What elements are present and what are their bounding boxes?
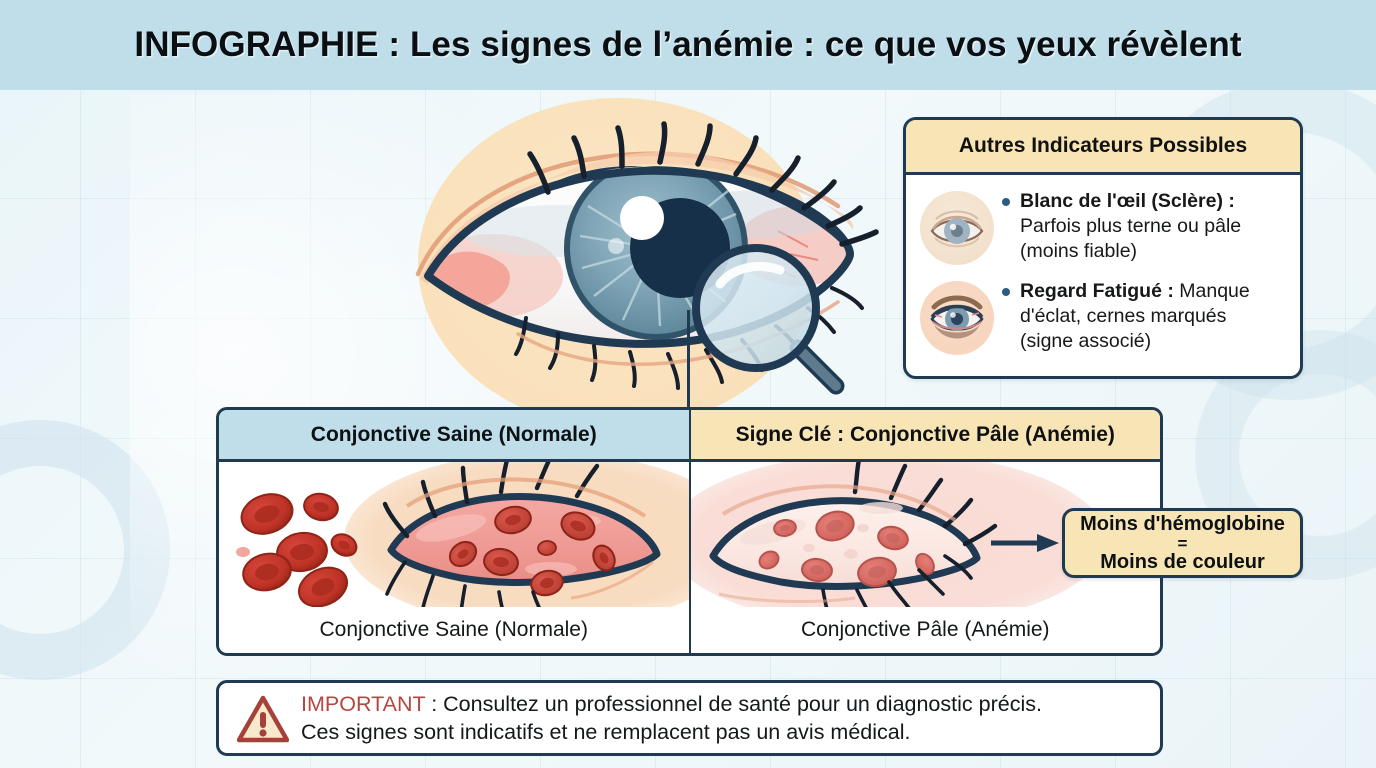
indicator-text: Regard Fatigué : Manque d'éclat, cernes … — [1002, 279, 1284, 354]
panel-heading: Autres Indicateurs Possibles — [958, 134, 1248, 157]
important-notice: IMPORTANT : Consultez un professionnel d… — [216, 680, 1163, 756]
bullet-icon — [1002, 198, 1010, 206]
panel-header: Autres Indicateurs Possibles — [906, 120, 1300, 175]
callout-equals: = — [1177, 533, 1188, 553]
tired-eye-icon — [920, 281, 994, 355]
important-line-1: : Consultez un professionnel de santé po… — [425, 692, 1042, 716]
indicator-term: Regard Fatigué : — [1020, 280, 1174, 302]
indicator-description: Manque d'éclat, cernes marqués (signe as… — [1020, 280, 1250, 352]
table-body: Conjonctive Saine (Normale) — [219, 462, 1160, 653]
table-header-healthy: Conjonctive Saine (Normale) — [219, 410, 691, 459]
indicator-item: Blanc de l'œil (Sclère) : Parfois plus t… — [920, 189, 1284, 265]
warning-triangle-icon — [237, 695, 289, 743]
indicator-text: Blanc de l'œil (Sclère) : Parfois plus t… — [1002, 189, 1284, 264]
important-line-2: Ces signes sont indicatifs et ne remplac… — [301, 720, 911, 744]
table-cell-healthy: Conjonctive Saine (Normale) — [219, 462, 691, 653]
caption-healthy: Conjonctive Saine (Normale) — [219, 607, 689, 653]
hero-eye-illustration — [398, 96, 928, 428]
important-keyword: IMPORTANT — [301, 692, 426, 716]
pale-conjunctiva-eye-icon — [709, 462, 997, 607]
indicator-term: Blanc de l'œil (Sclère) : — [1020, 190, 1235, 212]
pale-sclera-eye-icon — [920, 191, 994, 265]
eye-illustration — [415, 121, 879, 395]
table-header-row: Conjonctive Saine (Normale) Signe Clé : … — [219, 410, 1160, 462]
right-arrow-icon — [991, 534, 1059, 552]
header-band: INFOGRAPHIE : Les signes de l’anémie : c… — [0, 0, 1376, 90]
table-header-pale: Signe Clé : Conjonctive Pâle (Anémie) — [690, 410, 1160, 459]
page-title: INFOGRAPHIE : Les signes de l’anémie : c… — [134, 25, 1242, 64]
red-blood-cells-icon — [236, 492, 358, 607]
hemoglobin-callout: Moins d'hémoglobine = Moins de couleur — [1062, 508, 1303, 578]
bullet-icon — [1002, 288, 1010, 296]
indicator-item: Regard Fatigué : Manque d'éclat, cernes … — [920, 279, 1284, 355]
hero-connector-line — [687, 310, 690, 408]
healthy-conjunctiva-eye-icon — [236, 462, 661, 607]
caption-pale: Conjonctive Pâle (Anémie) — [690, 607, 1160, 653]
callout-line-1: Moins d'hémoglobine — [1080, 512, 1285, 535]
healthy-conjunctiva-art — [219, 462, 689, 607]
other-indicators-panel: Autres Indicateurs Possibles — [903, 117, 1303, 379]
magnifying-glass-icon — [692, 244, 845, 395]
important-text: IMPORTANT : Consultez un professionnel d… — [301, 690, 1042, 746]
callout-line-2: Moins de couleur — [1100, 550, 1265, 573]
panel-body: Blanc de l'œil (Sclère) : Parfois plus t… — [906, 175, 1300, 376]
indicator-description: Parfois plus terne ou pâle (moins fiable… — [1020, 215, 1242, 262]
comparison-table: Conjonctive Saine (Normale) Signe Clé : … — [216, 407, 1163, 656]
